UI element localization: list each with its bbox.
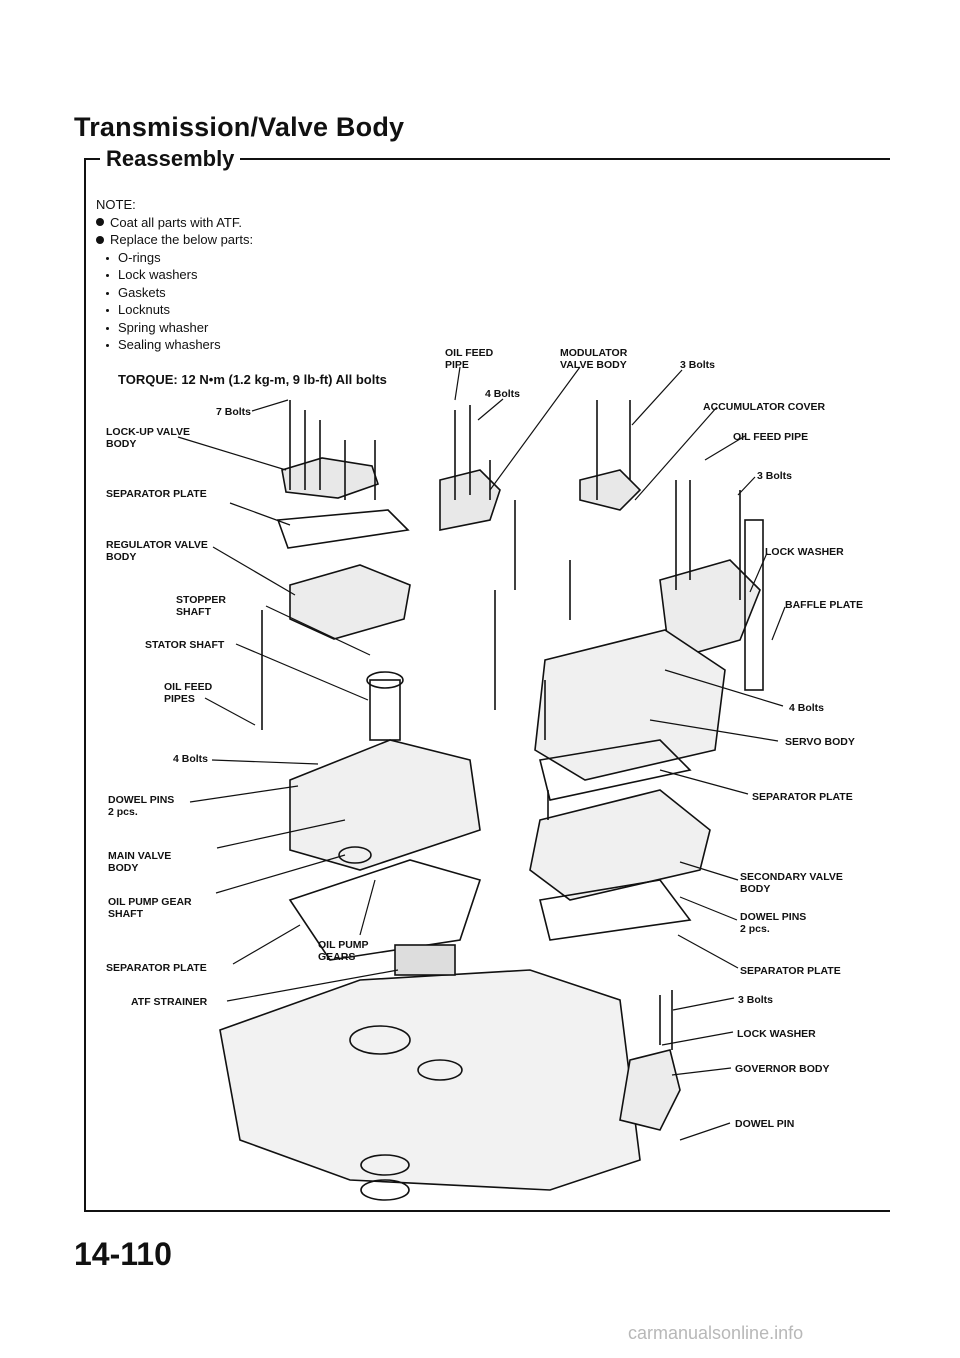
callout-label: OIL FEED <box>445 347 494 359</box>
callout-label: 4 Bolts <box>173 753 208 765</box>
callout-label: BAFFLE PLATE <box>785 599 863 611</box>
list-item: O-rings <box>105 249 253 267</box>
callout-label: STOPPER <box>176 594 226 606</box>
callout-label: 2 pcs. <box>740 923 770 935</box>
callout-label: SHAFT <box>108 908 144 920</box>
callout-label: SEPARATOR PLATE <box>106 962 207 974</box>
bullet-icon <box>96 235 104 244</box>
list-item: Locknuts <box>105 301 253 319</box>
frame-line <box>240 158 890 160</box>
callout-label: OIL FEED <box>164 681 213 693</box>
callout-label: 7 Bolts <box>216 406 251 418</box>
callout-label: 3 Bolts <box>757 470 792 482</box>
callout-label: OIL PUMP <box>318 939 369 951</box>
callout-label: OIL PUMP GEAR <box>108 896 192 908</box>
note-block: NOTE: Coat all parts with ATF. Replace t… <box>96 196 253 354</box>
page-title: Transmission/Valve Body <box>74 112 405 142</box>
callout-label: 3 Bolts <box>738 994 773 1006</box>
callout-label: SEPARATOR PLATE <box>752 791 853 803</box>
callout-label: DOWEL PINS <box>740 911 806 923</box>
list-item: Lock washers <box>105 266 253 284</box>
list-item: Gaskets <box>105 284 253 302</box>
callout-label: GEARS <box>318 951 355 963</box>
section-heading: Reassembly <box>100 146 241 172</box>
callout-label: GOVERNOR BODY <box>735 1063 830 1075</box>
note-heading: NOTE: <box>96 197 136 212</box>
callout-label: SERVO BODY <box>785 736 855 748</box>
callout-label: SECONDARY VALVE <box>740 871 843 883</box>
callout-label: ACCUMULATOR COVER <box>703 401 826 413</box>
callout-label: SEPARATOR PLATE <box>106 488 207 500</box>
callout-label: ATF STRAINER <box>131 996 208 1008</box>
list-item: Sealing whashers <box>105 336 253 354</box>
callout-label: LOCK WASHER <box>737 1028 816 1040</box>
bullet-icon <box>96 218 104 227</box>
callout-label: BODY <box>106 551 136 563</box>
callout-label: LOCK WASHER <box>765 546 844 558</box>
callout-label: BODY <box>106 438 136 450</box>
callout-label: LOCK-UP VALVE <box>106 426 190 438</box>
callout-label: SEPARATOR PLATE <box>740 965 841 977</box>
frame-line <box>84 158 86 1210</box>
callout-label: OIL FEED PIPE <box>733 431 808 443</box>
watermark: carmanualsonline.info <box>628 1323 804 1343</box>
callout-labels: 7 Bolts LOCK-UP VALVE BODY SEPARATOR PLA… <box>106 347 863 1130</box>
note-bullet: Replace the below parts: <box>96 231 253 249</box>
page-number: 14-110 <box>74 1236 172 1272</box>
note-bullet: Coat all parts with ATF. <box>96 214 253 232</box>
callout-label: SHAFT <box>176 606 212 618</box>
list-item: Spring whasher <box>105 319 253 337</box>
leader-lines <box>177 366 786 1141</box>
callout-label: 2 pcs. <box>108 806 138 818</box>
callout-label: STATOR SHAFT <box>145 639 225 651</box>
callout-label: BODY <box>740 883 770 895</box>
callout-label: DOWEL PINS <box>108 794 174 806</box>
callout-label: DOWEL PIN <box>735 1118 794 1130</box>
callout-label: MAIN VALVE <box>108 850 171 862</box>
callout-label: REGULATOR VALVE <box>106 539 208 551</box>
callout-label: BODY <box>108 862 138 874</box>
callout-label: PIPES <box>164 693 195 705</box>
callout-label: PIPE <box>445 359 469 371</box>
callout-label: 4 Bolts <box>485 388 520 400</box>
parts-list: O-rings Lock washers Gaskets Locknuts Sp… <box>96 249 253 354</box>
frame-line <box>84 1210 890 1212</box>
callout-label: VALVE BODY <box>560 359 627 371</box>
frame-line <box>84 158 100 160</box>
callout-label: 3 Bolts <box>680 359 715 371</box>
callout-label: MODULATOR <box>560 347 628 359</box>
diagram-parts <box>219 400 764 1201</box>
callout-label: 4 Bolts <box>789 702 824 714</box>
torque-spec: TORQUE: 12 N•m (1.2 kg-m, 9 lb-ft) All b… <box>118 372 387 387</box>
